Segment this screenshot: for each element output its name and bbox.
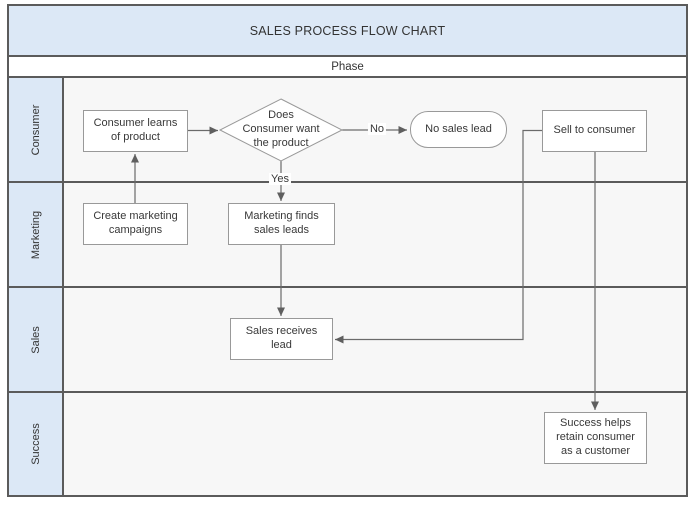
node-create-marketing-campaigns[interactable]: Create marketing campaigns (83, 203, 188, 245)
lane-label-sales: Sales (29, 325, 42, 354)
lane-label-marketing: Marketing (29, 210, 42, 259)
lane-label-cell-marketing: Marketing (9, 183, 64, 286)
node-consumer-learns[interactable]: Consumer learns of product (83, 110, 188, 152)
edge-label-no: No (367, 123, 387, 135)
node-sell-to-consumer[interactable]: Sell to consumer (542, 110, 647, 152)
phase-header-label: Phase (331, 60, 364, 73)
chart-title-bar: SALES PROCESS FLOW CHART (7, 4, 688, 57)
lane-label-consumer: Consumer (29, 104, 42, 155)
chart-title: SALES PROCESS FLOW CHART (249, 23, 446, 38)
node-sales-receives-lead[interactable]: Sales receives lead (230, 318, 333, 360)
phase-header-row: Phase (7, 57, 688, 78)
node-marketing-finds-sales-leads[interactable]: Marketing finds sales leads (228, 203, 335, 245)
node-decision-label[interactable]: Does Consumer want the product (242, 109, 320, 149)
lane-label-cell-sales: Sales (9, 288, 64, 391)
lane-label-cell-consumer: Consumer (9, 78, 64, 181)
node-no-sales-lead[interactable]: No sales lead (410, 111, 507, 148)
lane-label-success: Success (29, 423, 42, 465)
lane-success: Success (7, 393, 688, 497)
edge-label-yes: Yes (269, 173, 291, 185)
lane-label-cell-success: Success (9, 393, 64, 495)
node-success-helps-retain[interactable]: Success helps retain consumer as a custo… (544, 412, 647, 464)
lane-sales: Sales (7, 288, 688, 393)
